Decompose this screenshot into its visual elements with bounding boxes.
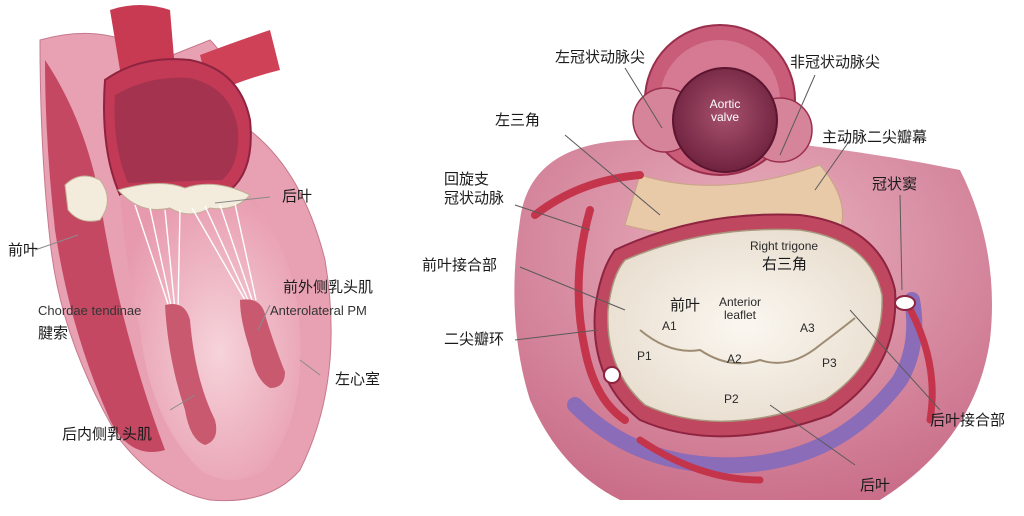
label-aortic-valve: Aortic valve bbox=[702, 98, 748, 124]
label-anterolateral-pm-en: Anterolateral PM bbox=[270, 304, 367, 317]
label-posterior-commissure: 后叶接合部 bbox=[930, 413, 1005, 428]
label-aortic-mitral-curtain: 主动脉二尖瓣幕 bbox=[822, 130, 927, 145]
label-p3: P3 bbox=[822, 357, 837, 370]
left-atrium-inner bbox=[115, 78, 239, 183]
label-anterior-leaflet-en: Anterior leaflet bbox=[715, 296, 765, 321]
label-p2: P2 bbox=[724, 393, 739, 406]
label-right-trigone-cn: 右三角 bbox=[762, 257, 807, 273]
mitral-annulus-view bbox=[514, 25, 992, 500]
coronary-sinus-ostium bbox=[895, 296, 915, 310]
label-a1: A1 bbox=[662, 320, 677, 333]
label-p1: P1 bbox=[637, 350, 652, 363]
label-mitral-annulus: 二尖瓣环 bbox=[444, 332, 504, 347]
label-posteromedial-pm: 后内侧乳头肌 bbox=[62, 427, 152, 442]
label-anterior-leaflet-left: 前叶 bbox=[8, 243, 38, 258]
label-chordae-cn: 腱索 bbox=[38, 326, 68, 341]
label-non-coronary-cusp: 非冠状动脉尖 bbox=[790, 55, 880, 70]
artery-ostium bbox=[604, 367, 620, 383]
label-posterior-leaflet-left: 后叶 bbox=[282, 189, 312, 204]
label-a3: A3 bbox=[800, 322, 815, 335]
label-left-ventricle: 左心室 bbox=[335, 372, 380, 387]
label-anterior-commissure: 前叶接合部 bbox=[422, 258, 497, 273]
label-anterior-leaflet-cn: 前叶 bbox=[670, 298, 700, 314]
label-circumflex-line1: 回旋支 bbox=[444, 172, 489, 187]
label-chordae-en: Chordae tendinae bbox=[38, 304, 141, 317]
label-left-coronary-cusp: 左冠状动脉尖 bbox=[555, 50, 645, 65]
label-left-trigone: 左三角 bbox=[495, 113, 540, 128]
label-a2: A2 bbox=[727, 353, 742, 366]
label-posterior-leaflet-right: 后叶 bbox=[860, 478, 890, 493]
label-right-trigone-en: Right trigone bbox=[750, 240, 818, 253]
label-circumflex-line2: 冠状动脉 bbox=[444, 191, 504, 206]
label-coronary-sinus: 冠状窦 bbox=[872, 177, 917, 192]
label-anterolateral-pm-cn: 前外侧乳头肌 bbox=[283, 280, 373, 295]
